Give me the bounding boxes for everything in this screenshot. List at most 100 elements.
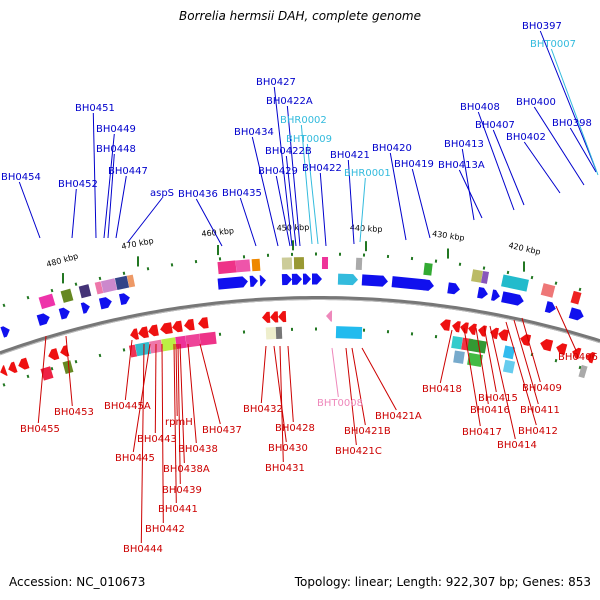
reverse-gene-leader <box>439 329 453 384</box>
reverse-gene-label: BH0421C <box>335 446 382 457</box>
reverse-gene-leader <box>273 345 287 443</box>
guide-dot <box>290 327 294 331</box>
forward-gene-box <box>94 281 104 295</box>
forward-gene-label: BH0427 <box>256 77 296 88</box>
forward-gene-arrow <box>491 289 500 301</box>
reverse-gene-label: BH0443 <box>137 434 177 445</box>
forward-gene-label: BH0398 <box>552 118 592 129</box>
forward-gene-leader <box>195 198 223 247</box>
reverse-gene-label: BH0411 <box>520 405 560 416</box>
kbp-tick-label: 480 kbp <box>45 252 79 269</box>
forward-gene-leader <box>285 155 297 247</box>
reverse-gene-arrow <box>540 338 554 352</box>
forward-gene-arrow <box>98 297 112 310</box>
forward-gene-label: BH0420 <box>372 143 412 154</box>
forward-gene-leader <box>251 136 279 247</box>
guide-dot <box>290 252 294 256</box>
guide-dot <box>362 328 366 332</box>
reverse-gene-arrow <box>148 324 159 337</box>
guide-dot <box>410 256 414 261</box>
guide-dot <box>554 358 558 363</box>
reverse-gene-label: BH0455 <box>20 424 60 435</box>
forward-gene-label: BH0451 <box>75 103 115 114</box>
forward-gene-box <box>540 283 556 298</box>
kbp-tick-label: 450 kbp <box>277 223 310 233</box>
reverse-gene-box <box>185 333 201 348</box>
reverse-gene-box <box>451 336 463 350</box>
guide-dot <box>26 374 30 379</box>
reverse-gene-arrow <box>440 319 451 331</box>
forward-gene-leader <box>127 197 163 243</box>
forward-rna-label: BHR0002 <box>280 115 327 126</box>
forward-gene-leader <box>71 188 77 239</box>
reverse-gene-box <box>135 341 151 357</box>
reverse-rna-label: BHT0008 <box>317 398 363 409</box>
reverse-gene-label: BH0437 <box>202 425 242 436</box>
forward-gene-arrow <box>501 291 524 306</box>
forward-gene-box <box>251 258 261 272</box>
forward-gene-label: BH0397 <box>522 21 562 32</box>
reverse-gene-arrow <box>18 357 30 370</box>
reverse-gene-box <box>40 366 54 381</box>
reverse-gene-arrow <box>198 317 209 329</box>
reverse-gene-label: BH0414 <box>497 440 537 451</box>
kbp-tick-label: 430 kbp <box>432 229 466 242</box>
reverse-gene-arrow <box>520 334 532 346</box>
forward-gene-arrow <box>423 279 434 291</box>
reverse-gene-label: BH0441 <box>158 504 198 515</box>
forward-gene-box <box>293 257 305 270</box>
forward-gene-label: BH0447 <box>108 166 148 177</box>
guide-dot <box>410 332 414 336</box>
reverse-gene-arrow <box>556 343 568 356</box>
kbp-tick-label: 440 kbp <box>350 223 383 234</box>
reverse-gene-label: BH0444 <box>123 544 163 555</box>
genome-title: Borrelia hermsii DAH, complete genome <box>179 9 421 23</box>
forward-gene-label: BH0407 <box>475 120 515 131</box>
forward-gene-leader <box>389 152 407 241</box>
forward-gene-leader <box>411 168 431 239</box>
guide-dot <box>338 252 342 256</box>
forward-gene-leader <box>539 30 597 171</box>
guide-dot <box>218 332 222 336</box>
forward-gene-label: BH0448 <box>96 144 136 155</box>
reverse-gene-leader <box>161 343 164 524</box>
reverse-gene-label: BH0417 <box>462 427 502 438</box>
forward-gene-arrow <box>249 275 258 287</box>
reverse-gene-leader <box>173 343 177 504</box>
forward-rna-leader <box>306 143 319 245</box>
guide-dot <box>218 257 222 261</box>
forward-gene-box <box>281 257 293 270</box>
guide-dot <box>2 303 6 308</box>
reverse-gene-leader <box>513 319 539 405</box>
reverse-gene-box <box>265 326 277 340</box>
reverse-gene-leader <box>175 343 178 417</box>
kbp-tick-label: 420 kbp <box>508 241 542 257</box>
reverse-gene-label: BH0445 <box>115 453 155 464</box>
guide-dot <box>2 383 6 387</box>
forward-gene-label: BH0434 <box>234 127 274 138</box>
forward-gene-arrow <box>36 313 50 326</box>
forward-gene-label: BH0400 <box>516 97 556 108</box>
forward-gene-leader <box>115 175 127 239</box>
reverse-rna-arrow <box>326 310 333 322</box>
reverse-gene-arrow <box>460 322 469 334</box>
guide-dot <box>386 330 390 334</box>
forward-gene-leader <box>347 159 355 245</box>
forward-gene-arrow <box>281 274 292 286</box>
forward-gene-label: BH0419 <box>394 159 434 170</box>
guide-dot <box>578 365 582 370</box>
forward-gene-arrow <box>477 286 488 299</box>
forward-rna-leader <box>359 177 366 243</box>
guide-dot <box>314 252 318 256</box>
reverse-gene-box <box>175 335 187 350</box>
forward-gene-arrow <box>259 275 266 287</box>
guide-dot <box>362 253 366 257</box>
reverse-gene-label: BH0438 <box>178 444 218 455</box>
forward-rna-label: BHT0007 <box>530 39 576 50</box>
reverse-gene-label: BH0416 <box>470 405 510 416</box>
forward-gene-arrow <box>58 307 70 320</box>
forward-gene-leader <box>533 106 585 186</box>
forward-gene-leader <box>275 175 291 247</box>
forward-gene-arrow <box>311 273 322 285</box>
reverse-gene-leader <box>279 345 284 463</box>
